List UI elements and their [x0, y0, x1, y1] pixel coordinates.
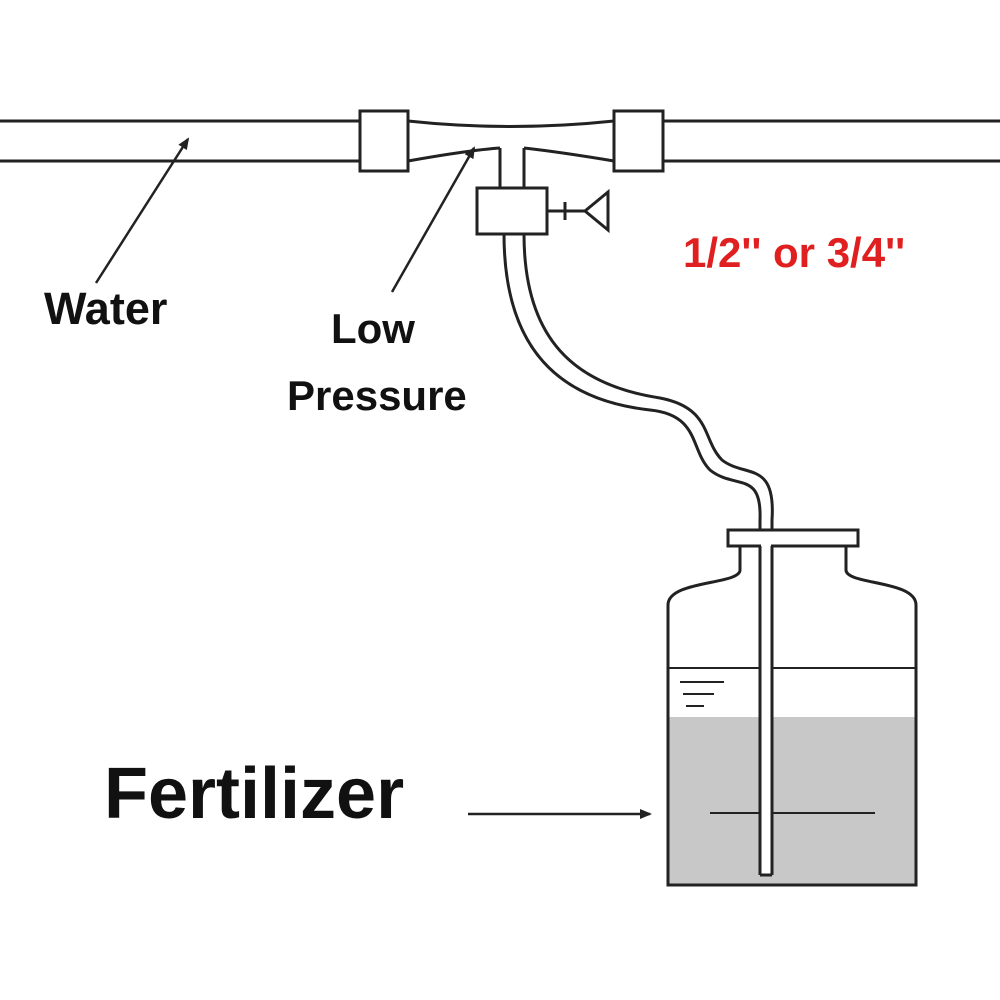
water-pipe [0, 119, 1000, 163]
fertilizer-label: Fertilizer [104, 754, 405, 834]
suction-hose [502, 233, 774, 875]
fertilizer-tank [666, 528, 918, 887]
low-pressure-pointer-arrow [390, 146, 476, 293]
suction-port [498, 148, 526, 188]
right-pipe-coupling [612, 109, 665, 173]
liquid-level-marks [680, 681, 875, 814]
low-pressure-label-line2: Pressure [287, 372, 467, 419]
tank-cap [726, 528, 860, 548]
tank-liquid [668, 717, 916, 885]
pipe-size-label: 1/2'' or 3/4'' [683, 229, 906, 276]
low-pressure-label-line1: Low [331, 305, 415, 352]
left-pipe-coupling [358, 109, 410, 173]
flow-valve [475, 186, 549, 236]
water-pointer-arrow [94, 137, 190, 284]
water-label: Water [44, 283, 168, 334]
valve-knob-icon [547, 188, 610, 234]
